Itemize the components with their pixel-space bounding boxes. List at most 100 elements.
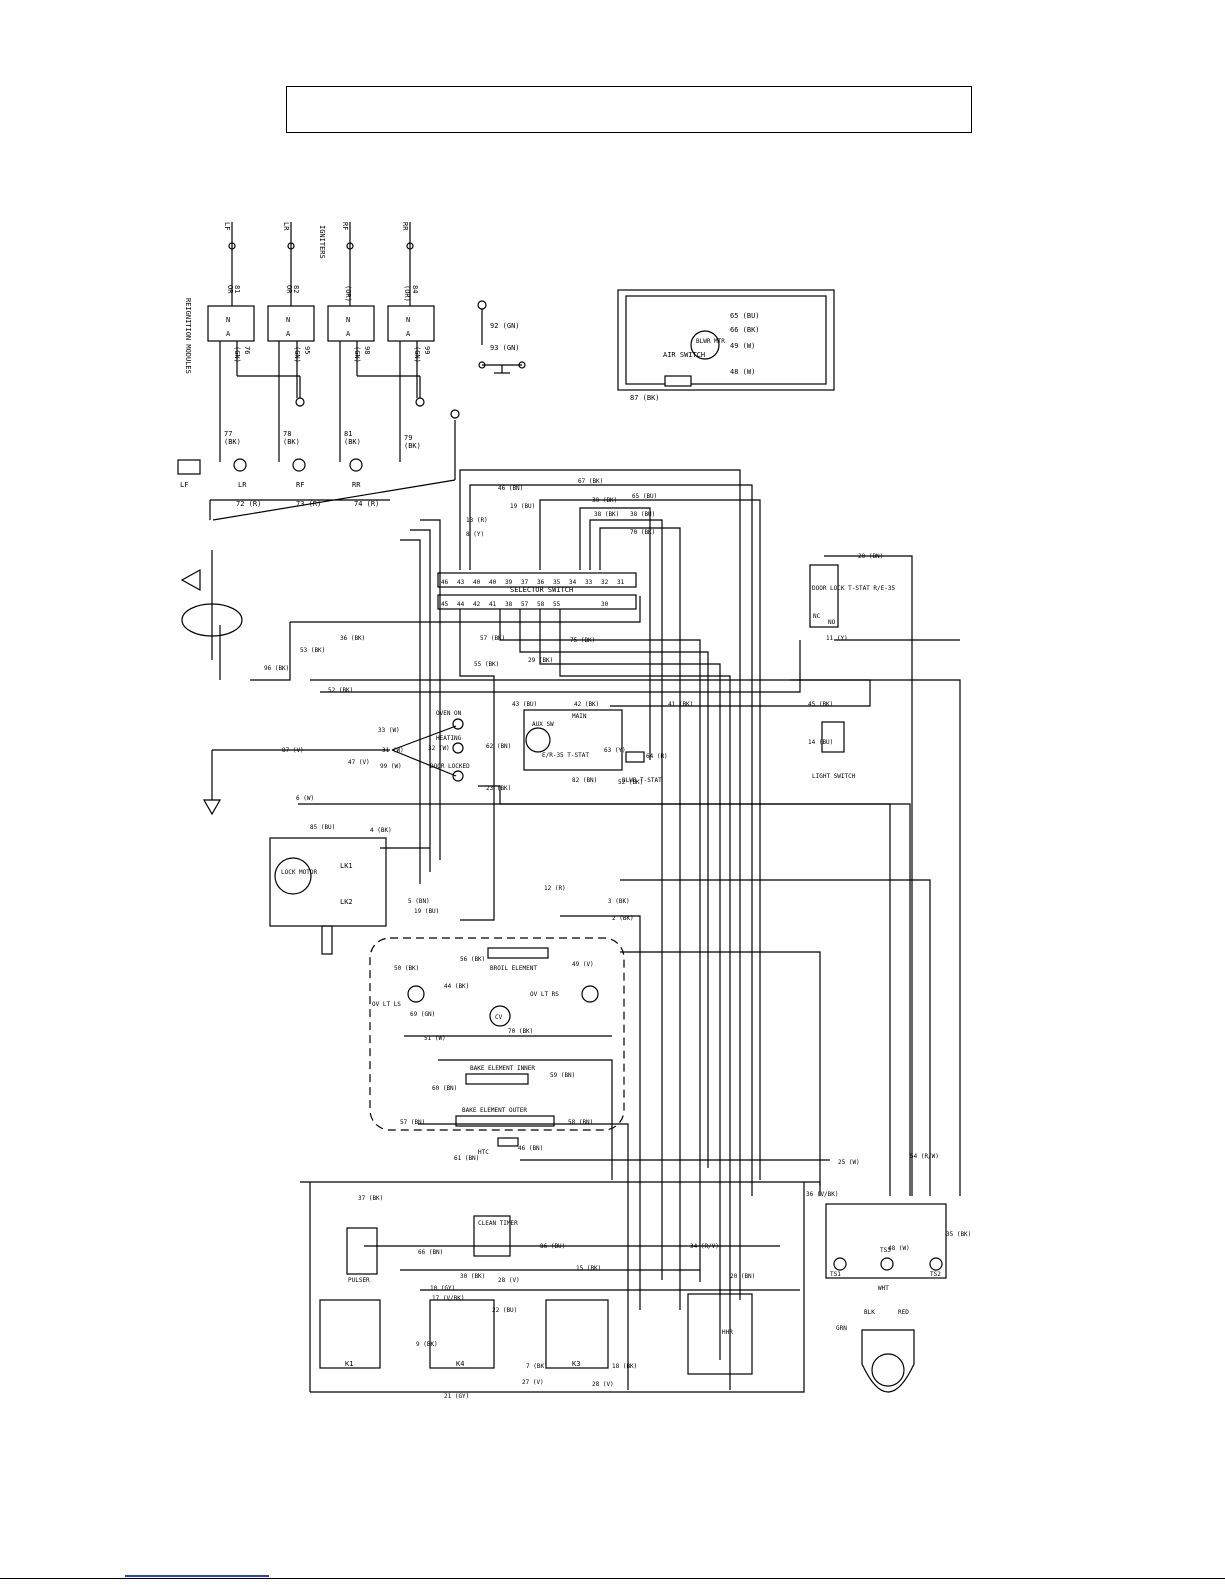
igniter-lf: LF 81 OR NA 76 (GN)	[207, 222, 301, 462]
wire-label: 19 (BU)	[510, 503, 535, 510]
svg-text:(OR): (OR)	[344, 285, 352, 302]
wire-label: 17 (V/BK)	[432, 1295, 465, 1302]
door-lock-tstat: DOOR LOCK T-STAT R/E-35 NC NO	[809, 564, 895, 628]
wire-label: 18 (BK)	[612, 1363, 637, 1370]
wire-label: 3 (BK)	[608, 898, 630, 905]
svg-text:(BK): (BK)	[224, 438, 241, 446]
wire-label: 64 (R)	[646, 753, 668, 760]
svg-text:N: N	[406, 316, 410, 324]
wire-label: 60 (BN)	[432, 1085, 457, 1092]
svg-text:K4: K4	[456, 1360, 464, 1368]
svg-text:K1: K1	[345, 1360, 353, 1368]
wire-label: 59 (BN)	[550, 1072, 575, 1079]
footer-link[interactable]	[125, 1575, 269, 1577]
oven-light-right-icon	[581, 985, 599, 1003]
svg-text:CV: CV	[495, 1014, 503, 1021]
selector-pin-bottom: 45	[441, 601, 449, 608]
wire-label: 37 (BK)	[358, 1195, 383, 1202]
svg-text:MAIN: MAIN	[572, 713, 587, 720]
wire-label: 11 (Y)	[826, 635, 848, 642]
svg-text:N: N	[226, 316, 230, 324]
reignition-module-rf	[327, 305, 375, 342]
rf-switch	[292, 458, 306, 472]
svg-text:99: 99	[423, 346, 431, 354]
wire-label: 96 (BK)	[264, 665, 289, 672]
wire-label: 32 (W)	[428, 745, 450, 752]
svg-text:LR: LR	[238, 481, 247, 489]
convection-fan-icon	[489, 1005, 511, 1027]
svg-text:CLEAN TIMER: CLEAN TIMER	[478, 1220, 518, 1227]
igniter-rf: RF (OR) NA 98 (GN)	[327, 222, 421, 462]
selector-pin-top: 35	[553, 579, 561, 586]
wire-label: 55 (BK)	[474, 661, 499, 668]
svg-text:93 (GN): 93 (GN)	[490, 344, 520, 352]
svg-text:48 (W): 48 (W)	[730, 368, 755, 376]
wire-label: 61 (BN)	[454, 1155, 479, 1162]
svg-text:A: A	[406, 330, 411, 338]
svg-text:84: 84	[411, 285, 419, 293]
svg-text:(GN): (GN)	[413, 346, 421, 363]
svg-text:NC: NC	[813, 613, 821, 620]
clean-timer: CLEAN TIMER	[473, 1215, 518, 1257]
wire-label: 47 (V)	[348, 759, 370, 766]
htc-sensor	[497, 1137, 519, 1147]
wire-label: 25 (W)	[838, 1159, 860, 1166]
svg-text:(GN): (GN)	[353, 346, 361, 363]
ground-lug-icon	[477, 300, 487, 310]
oven-on-light-icon	[452, 718, 464, 730]
wire-label: 51 (W)	[424, 1035, 446, 1042]
selector-pin-bottom: 42	[473, 601, 481, 608]
blower-motor-icon	[690, 330, 720, 360]
selector-pin-top: 32	[601, 579, 609, 586]
selector-pin-top: 36	[537, 579, 545, 586]
selector-top-row	[437, 572, 637, 588]
svg-text:E/R-35 T-STAT: E/R-35 T-STAT	[542, 752, 589, 759]
selector-pin-top: 39	[505, 579, 513, 586]
wire-label: 58 (BN)	[568, 1119, 593, 1126]
wire-label: 20 (BN)	[730, 1273, 755, 1280]
door-locked-light-icon	[452, 770, 464, 782]
oven-cavity: BROIL ELEMENT OV LT LS OV LT RS CV BAKE …	[369, 937, 625, 1131]
svg-text:87 (BK): 87 (BK)	[630, 394, 660, 402]
svg-text:HEATING: HEATING	[436, 735, 462, 742]
wire-label: 46 (BN)	[498, 485, 523, 492]
selector-bottom-row	[437, 594, 637, 610]
svg-text:RR: RR	[352, 481, 361, 489]
igniter-lr: LR 82 OR NA 95 (GN)	[267, 222, 315, 462]
relay-k4: K4	[429, 1299, 495, 1369]
lock-motor-icon	[274, 857, 312, 895]
svg-text:LF: LF	[180, 481, 188, 489]
wire-label: 5 (BN)	[408, 898, 430, 905]
wire-label: 15 (BK)	[576, 1265, 601, 1272]
svg-text:RED: RED	[898, 1309, 909, 1316]
wire-label: 50 (BK)	[394, 965, 419, 972]
svg-text:DOOR LOCKED: DOOR LOCKED	[430, 763, 470, 770]
selector-pin-top: 33	[585, 579, 593, 586]
svg-text:49 (W): 49 (W)	[730, 342, 755, 350]
svg-text:LK2: LK2	[340, 898, 353, 906]
wire-label: 30 (BK)	[460, 1273, 485, 1280]
wire-label: 6 (W)	[296, 795, 314, 802]
selector-pin-bottom: 55	[553, 601, 561, 608]
reignition-module-lr	[267, 305, 315, 342]
wire-label: 70 (BK)	[508, 1028, 533, 1035]
svg-text:PULSER: PULSER	[348, 1277, 370, 1284]
igniter-lr-label: LR	[282, 222, 290, 231]
svg-text:BAKE ELEMENT OUTER: BAKE ELEMENT OUTER	[462, 1107, 527, 1114]
wire-label: 38 (BK)	[594, 511, 619, 518]
svg-text:WHT: WHT	[878, 1285, 889, 1292]
lf-switch	[177, 459, 201, 475]
reignition-module-lf	[207, 305, 255, 342]
wire-label: 19 (BU)	[414, 908, 439, 915]
svg-text:A: A	[346, 330, 351, 338]
svg-text:81: 81	[344, 430, 352, 438]
wire-label: 10 (GY)	[430, 1285, 455, 1292]
igniter-rr: RR 84 (OR) NA 99 (GN)	[387, 222, 435, 462]
selector-pin-bottom: 41	[489, 601, 497, 608]
svg-text:79: 79	[404, 434, 412, 442]
wire-label: 67 (BK)	[578, 478, 603, 485]
blower-section: BLWR MTR AIR SWITCH 87 (BK) 65 (BU) 66 (…	[617, 289, 835, 402]
svg-text:BLWR T-STAT: BLWR T-STAT	[622, 777, 662, 784]
